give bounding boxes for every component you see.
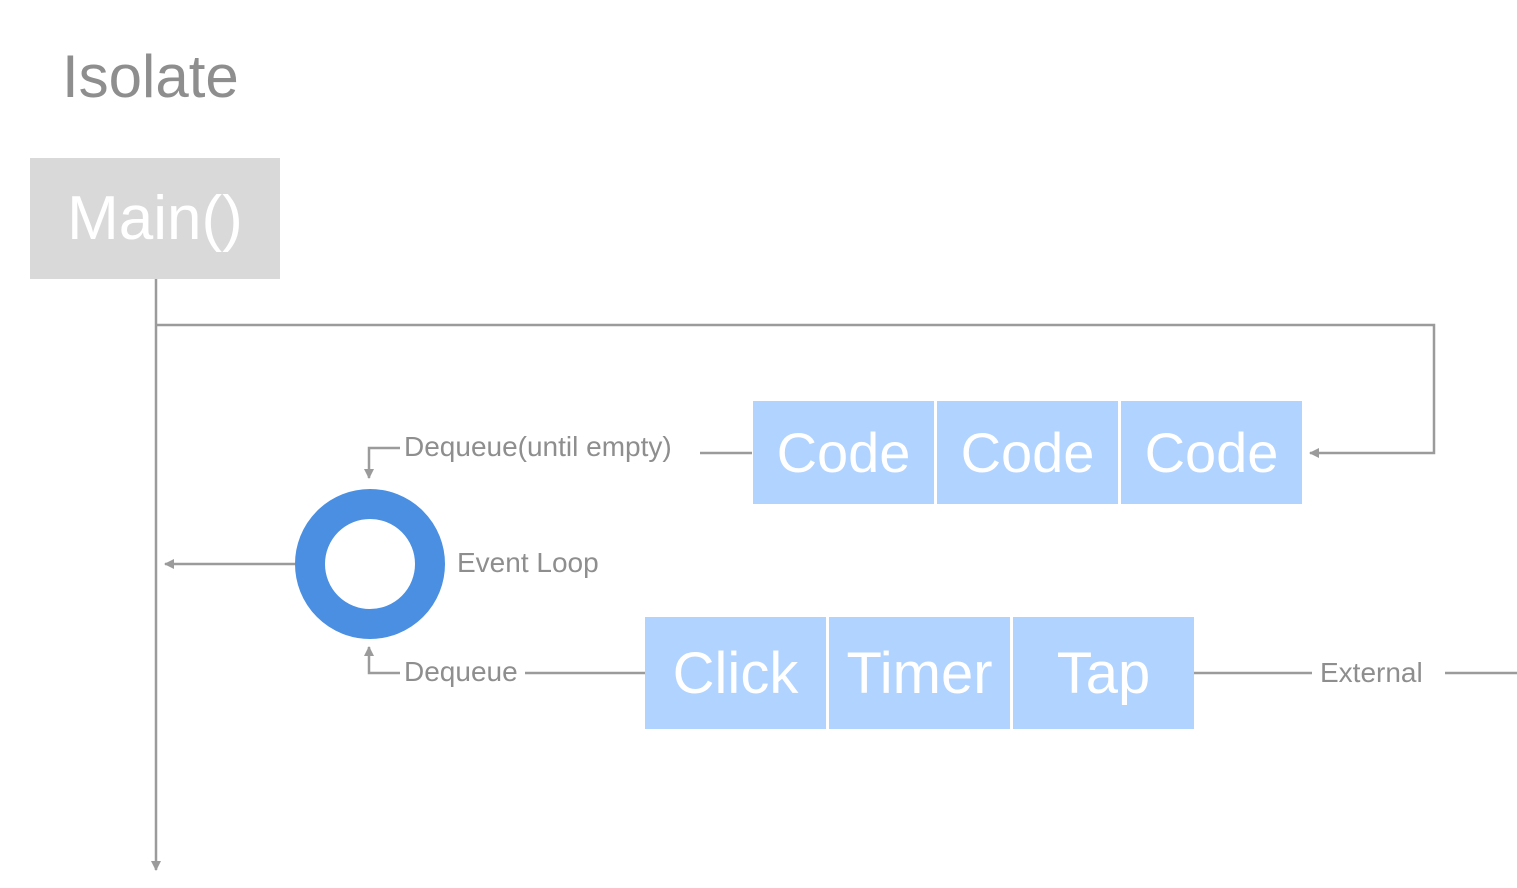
microtask-dequeue-arrow — [364, 446, 400, 479]
microtask-queue-item: Code — [937, 401, 1118, 504]
event-dequeue-label: Dequeue — [404, 655, 518, 689]
microtask-queue-item: Code — [753, 401, 934, 504]
event-queue-item: Click — [645, 617, 826, 729]
main-function-label: Main() — [67, 184, 243, 253]
microtask-queue-item: Code — [1121, 401, 1302, 504]
isolate-title: Isolate — [62, 43, 239, 110]
main-function-box: Main() — [30, 158, 280, 279]
external-source-label: External — [1320, 656, 1423, 690]
event-queue-item: Tap — [1013, 617, 1194, 729]
microtask-dequeue-label: Dequeue(until empty) — [404, 430, 672, 464]
event-loop-label: Event Loop — [457, 546, 599, 580]
event-loop-ring — [295, 489, 445, 639]
event-queue-item: Timer — [829, 617, 1010, 729]
event-dequeue-arrow — [364, 646, 400, 675]
microtask-feed-line — [156, 323, 1436, 458]
